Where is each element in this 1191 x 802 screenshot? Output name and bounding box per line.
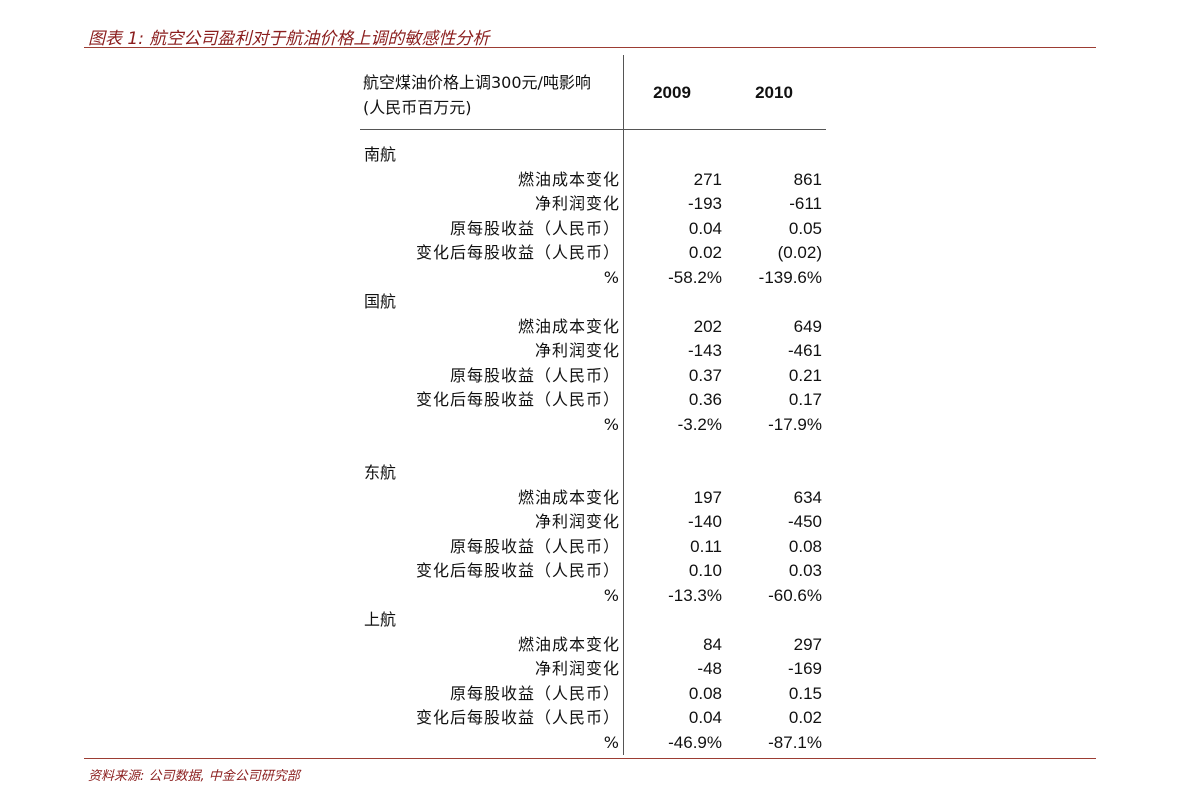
airline-row: 东航: [360, 461, 826, 485]
value-2009: 0.04: [688, 218, 722, 238]
header-label-line1: 航空煤油价格上调300元/吨影响: [363, 73, 591, 92]
value-2009: 197: [693, 487, 722, 507]
table-row: % -13.3% -60.6%: [360, 584, 826, 608]
top-rule: [84, 47, 1096, 48]
table-row: 变化后每股收益（人民币） 0.36 0.17: [360, 388, 826, 412]
value-2009: -3.2%: [677, 414, 722, 434]
value-2010: 634: [793, 487, 822, 507]
value-2009: -13.3%: [668, 585, 722, 605]
value-2009: -193: [687, 194, 722, 213]
value-2010: 0.05: [788, 218, 822, 238]
table-row: 净利润变化 -48 -169: [360, 657, 826, 681]
metric-label: 变化后每股收益（人民币）: [415, 390, 620, 409]
metric-label: 原每股收益（人民币）: [449, 365, 620, 385]
bottom-rule: [84, 758, 1096, 759]
metric-label: 原每股收益（人民币）: [449, 218, 620, 238]
value-2010: 861: [793, 169, 822, 189]
table-row: 原每股收益（人民币） 0.37 0.21: [360, 364, 826, 388]
header-label: 航空煤油价格上调300元/吨影响 (人民币百万元): [363, 70, 591, 120]
metric-label: 净利润变化: [534, 341, 620, 360]
value-2010: 0.17: [788, 390, 822, 409]
metric-label: 变化后每股收益（人民币）: [415, 243, 620, 262]
value-2010: 0.15: [788, 683, 822, 703]
value-2009: 0.10: [688, 561, 722, 580]
table-row: 净利润变化 -143 -461: [360, 339, 826, 363]
table-row: 燃油成本变化 202 649: [360, 315, 826, 339]
metric-label: %: [603, 732, 620, 752]
table-row: % -46.9% -87.1%: [360, 731, 826, 755]
figure-title: 图表 1: 航空公司盈利对于航油价格上调的敏感性分析: [88, 29, 490, 49]
metric-label: 变化后每股收益（人民币）: [415, 708, 620, 727]
airline-row: 国航: [360, 290, 826, 314]
value-2009: -46.9%: [668, 732, 722, 752]
value-2010: -169: [787, 659, 822, 678]
metric-label: 燃油成本变化: [517, 316, 620, 336]
table-row: 变化后每股收益（人民币） 0.04 0.02: [360, 706, 826, 730]
value-2010: -611: [789, 194, 822, 213]
year-header-2010: 2010: [755, 83, 793, 102]
table-row: 原每股收益（人民币） 0.11 0.08: [360, 535, 826, 559]
table-row: % -58.2% -139.6%: [360, 266, 826, 290]
header-label-line2: (人民币百万元): [363, 98, 472, 117]
value-2009: -58.2%: [668, 267, 722, 287]
metric-label: %: [603, 267, 620, 287]
value-2010: 0.03: [788, 561, 822, 580]
table-row: % -3.2% -17.9%: [360, 413, 826, 437]
value-2010: 0.21: [788, 365, 822, 385]
table-row: 变化后每股收益（人民币） 0.10 0.03: [360, 559, 826, 583]
value-2009: 0.36: [688, 390, 722, 409]
airline-name: 上航: [364, 610, 397, 629]
value-2010: -139.6%: [758, 267, 822, 287]
value-2009: 271: [693, 169, 722, 189]
table-row: 燃油成本变化 271 861: [360, 168, 826, 192]
metric-label: 燃油成本变化: [517, 487, 620, 507]
value-2010: 297: [793, 634, 822, 654]
airline-name: 南航: [364, 145, 397, 164]
value-2009: 84: [703, 634, 722, 654]
value-2010: 649: [793, 316, 822, 336]
source-note: 资料来源: 公司数据, 中金公司研究部: [88, 769, 300, 784]
airline-name: 国航: [364, 292, 397, 311]
value-2010: -87.1%: [768, 732, 822, 752]
value-2009: -140: [687, 512, 722, 531]
value-2010: -60.6%: [768, 585, 822, 605]
value-2010: 0.08: [788, 536, 822, 556]
airline-row: 南航: [360, 143, 826, 167]
table-row: 燃油成本变化 197 634: [360, 486, 826, 510]
metric-label: 燃油成本变化: [517, 169, 620, 189]
metric-label: 原每股收益（人民币）: [449, 683, 620, 703]
table-row: 变化后每股收益（人民币） 0.02 (0.02): [360, 241, 826, 265]
value-2010: -461: [787, 341, 822, 360]
value-2009: 0.11: [690, 536, 722, 556]
value-2009: 0.04: [688, 708, 722, 727]
airline-row: 上航: [360, 608, 826, 632]
value-2009: -143: [687, 341, 722, 360]
table-row: 原每股收益（人民币） 0.04 0.05: [360, 217, 826, 241]
column-divider: [623, 55, 624, 755]
value-2010: -17.9%: [768, 414, 822, 434]
year-header-2009: 2009: [653, 83, 691, 102]
metric-label: 原每股收益（人民币）: [449, 536, 620, 556]
airline-name: 东航: [364, 463, 397, 482]
value-2009: 0.08: [688, 683, 722, 703]
metric-label: 净利润变化: [534, 659, 620, 678]
value-2009: -48: [697, 659, 722, 678]
value-2009: 0.37: [688, 365, 722, 385]
value-2009: 202: [693, 316, 722, 336]
metric-label: 变化后每股收益（人民币）: [415, 561, 620, 580]
table-row: 燃油成本变化 84 297: [360, 633, 826, 657]
metric-label: %: [603, 585, 620, 605]
metric-label: 燃油成本变化: [517, 634, 620, 654]
header-divider: [360, 129, 826, 130]
value-2010: (0.02): [777, 243, 822, 262]
metric-label: 净利润变化: [534, 512, 620, 531]
metric-label: %: [603, 414, 620, 434]
table-row: 净利润变化 -193 -611: [360, 192, 826, 216]
value-2010: 0.02: [788, 708, 822, 727]
table-row: 净利润变化 -140 -450: [360, 510, 826, 534]
value-2009: 0.02: [688, 243, 722, 262]
table-row: 原每股收益（人民币） 0.08 0.15: [360, 682, 826, 706]
value-2010: -450: [787, 512, 822, 531]
metric-label: 净利润变化: [534, 194, 620, 213]
